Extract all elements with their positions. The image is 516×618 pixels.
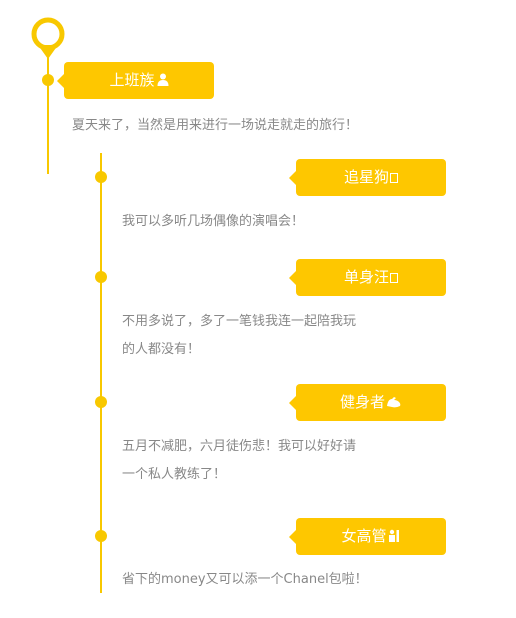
timeline-dot [95,396,107,408]
tag-label: 健身者 [339,393,385,411]
box-icon [390,273,398,283]
tag-label: 追星狗 [343,168,389,186]
tag-office-worker: 上班族 [57,62,214,99]
timeline-text: 一个私人教练了！ [122,467,227,482]
map-pin-icon [31,17,65,73]
timeline-dot [42,74,54,86]
timeline-text: 不用多说了，多了一笔钱我连一起陪我玩 [122,314,357,329]
timeline-dot [95,171,107,183]
tag-label: 单身汪 [343,268,389,286]
timeline-text: 五月不减肥，六月徒伤悲！我可以好好请 [122,439,357,454]
tag-single: 单身汪 [289,259,446,296]
person-icon [157,73,168,86]
timeline-line-branch [100,153,102,593]
box-icon [390,173,398,183]
tag-fitness: 健身者 [289,384,446,421]
tag-label: 女高管 [341,527,387,545]
timeline-text: 的人都没有！ [122,342,201,357]
tag-label: 上班族 [109,71,155,89]
tag-executive: 女高管 [289,518,446,555]
executive-icon [388,529,399,542]
timeline-dot [95,271,107,283]
timeline-text: 夏天来了，当然是用来进行一场说走就走的旅行！ [72,118,359,133]
timeline-dot [95,530,107,542]
tag-fan: 追星狗 [289,159,446,196]
timeline-text: 我可以多听几场偶像的演唱会！ [122,214,305,229]
muscle-icon [387,397,401,408]
timeline-text: 省下的money又可以添一个Chanel包啦！ [122,572,368,587]
timeline-line-main [47,52,49,174]
